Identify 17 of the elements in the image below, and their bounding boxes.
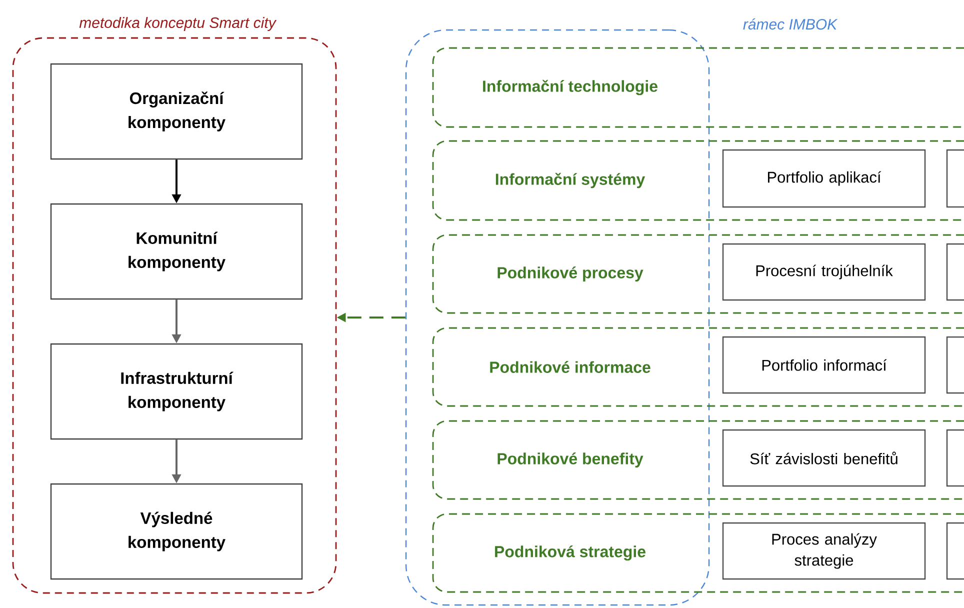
component-box: Portfolio informací (722, 336, 926, 394)
process-box: Organizační komponenty (50, 63, 303, 160)
component-box (946, 149, 964, 208)
frame-heading: metodika konceptu Smart city (79, 17, 277, 31)
component-box: Procesní trojúhelník (722, 243, 926, 301)
component-box: Proces analýzy strategie (722, 522, 926, 580)
component-box: Síť závislosti benefitů (722, 429, 926, 487)
component-box (946, 336, 964, 394)
frame-heading: rámec IMBOK (743, 18, 838, 30)
process-box: Výsledné komponenty (50, 483, 303, 580)
layer-band: Informační technologie (432, 47, 964, 128)
process-box: Komunitní komponenty (50, 203, 303, 300)
component-box (946, 429, 964, 487)
process-box: Infrastrukturní komponenty (50, 343, 303, 440)
component-box (946, 243, 964, 301)
component-box: Portfolio aplikací (722, 149, 926, 208)
component-box (946, 522, 964, 580)
